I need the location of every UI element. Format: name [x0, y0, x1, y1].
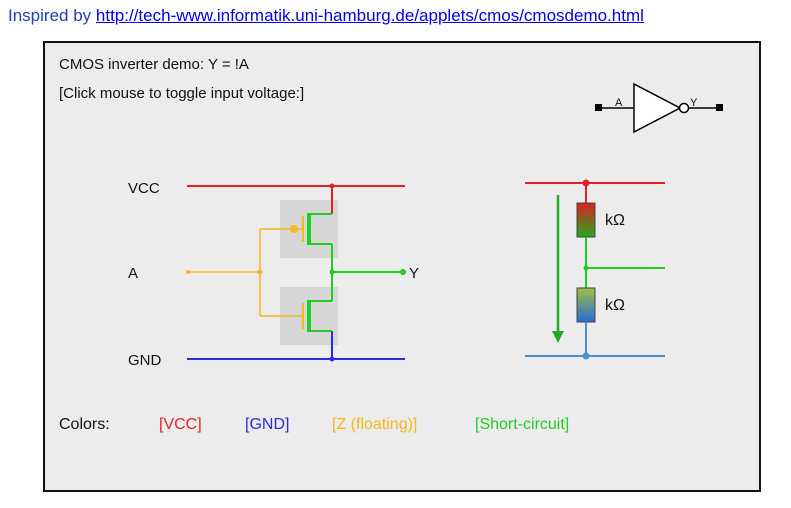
inspired-by-prefix: Inspired by: [8, 6, 92, 25]
pull-down-resistance-label: kΩ: [605, 297, 625, 314]
gate-output-label: Y: [690, 97, 698, 109]
applet-title: CMOS inverter demo: Y = !A: [59, 56, 249, 73]
nmos-channel: [307, 300, 332, 332]
output-y-label: Y: [409, 265, 419, 282]
legend-vcc: [VCC]: [159, 416, 202, 433]
inverter-gate-symbol: A Y: [595, 82, 723, 134]
gnd-label: GND: [128, 352, 162, 369]
input-a-label[interactable]: A: [128, 265, 138, 282]
current-flow-arrow: [552, 195, 564, 343]
circuit-canvas[interactable]: A Y VCC A GND Y: [45, 43, 759, 490]
gate-input-label: A: [615, 97, 623, 109]
pull-up-resistor: [576, 202, 596, 238]
pull-down-resistor: [576, 287, 596, 323]
gate-output-terminal: [716, 104, 723, 111]
legend-title: Colors:: [59, 416, 110, 433]
legend-floating: [Z (floating)]: [332, 416, 417, 433]
pull-up-resistance-label: kΩ: [605, 212, 625, 229]
inverter-bubble: [678, 102, 690, 114]
gnd-node-equivalent: [582, 352, 590, 360]
pmos-channel: [307, 213, 332, 245]
input-net[interactable]: [186, 216, 304, 329]
inverter-triangle: [633, 82, 682, 134]
legend-gnd: [GND]: [245, 416, 289, 433]
gnd-junction: [329, 356, 335, 362]
applet-panel[interactable]: CMOS inverter demo: Y = !A [Click mouse …: [43, 41, 761, 492]
inspired-by-line: Inspired by http://tech-www.informatik.u…: [8, 6, 644, 26]
vcc-junction: [329, 183, 335, 189]
gate-input-terminal: [595, 104, 602, 111]
output-terminal: [400, 269, 406, 275]
applet-instruction: [Click mouse to toggle input voltage:]: [59, 85, 305, 102]
source-link[interactable]: http://tech-www.informatik.uni-hamburg.d…: [95, 6, 644, 25]
legend-short-circuit: [Short-circuit]: [475, 416, 569, 433]
pmos-gate-bubble: [290, 225, 298, 233]
vcc-label: VCC: [128, 180, 160, 197]
output-net: [329, 244, 406, 301]
output-node-equivalent: [583, 265, 589, 271]
